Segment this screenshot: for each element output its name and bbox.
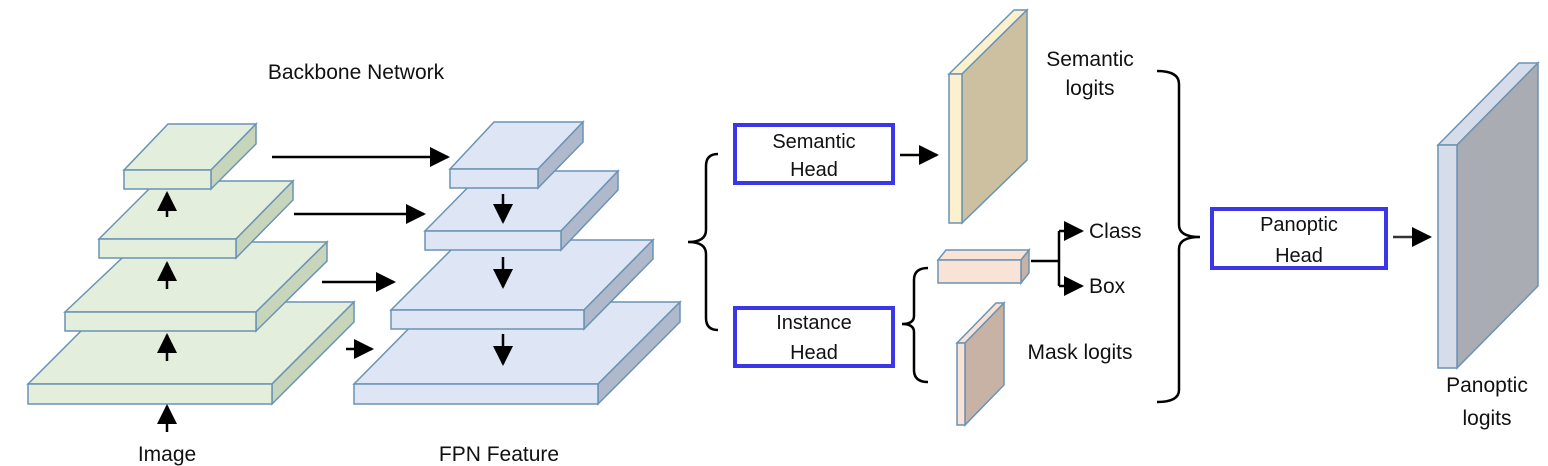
box-label: Box [1089, 275, 1126, 298]
instance-head-line2: Head [790, 342, 838, 364]
instance-head-line1: Instance [776, 312, 852, 334]
panoptic-head-line1: Panoptic [1260, 214, 1338, 236]
semantic-logits-line1: Semantic [1046, 48, 1134, 71]
fpn-layer-1 [448, 120, 585, 190]
class-box-fork [1031, 221, 1084, 296]
backbone-layer-1 [122, 122, 258, 191]
backbone-layer-3 [63, 240, 329, 333]
instance-brace [901, 266, 929, 384]
backbone-layer-2 [97, 179, 295, 260]
fpn-feature-label: FPN Feature [439, 443, 559, 466]
mask-logits-label: Mask logits [1027, 341, 1132, 364]
instance-head-box: Instance Head [733, 306, 895, 368]
image-label: Image [138, 443, 196, 466]
outputs-to-panoptic-brace [1156, 69, 1201, 404]
class-box-block [936, 247, 1031, 286]
panoptic-logits-line2: logits [1462, 407, 1511, 430]
mask-logits-block [955, 301, 1006, 427]
panoptic-logits-line1: Panoptic [1446, 374, 1528, 397]
semantic-logits-block [947, 8, 1029, 225]
semantic-logits-line2: logits [1065, 77, 1114, 100]
fpn-layer-3 [389, 238, 655, 331]
semantic-head-box: Semantic Head [733, 123, 895, 185]
fpn-pyramid [352, 120, 682, 406]
semantic-head-line1: Semantic [772, 131, 855, 153]
backbone-pyramid [26, 122, 356, 406]
semantic-head-line2: Head [790, 159, 838, 181]
panoptic-head-line2: Head [1275, 245, 1323, 267]
fpn-to-heads-brace [687, 152, 719, 332]
lateral-arrows [272, 147, 450, 359]
panoptic-logits-block [1436, 61, 1540, 370]
backbone-network-label: Backbone Network [268, 61, 445, 84]
class-label: Class [1089, 220, 1142, 243]
panoptic-head-box: Panoptic Head [1210, 207, 1388, 270]
